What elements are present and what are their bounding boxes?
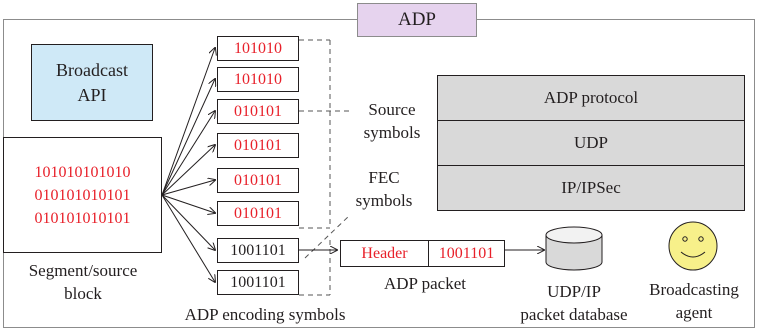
agent-label: Broadcasting agent [649, 280, 739, 322]
api-label-line1: Broadcast [56, 59, 128, 80]
segment-bits-row: 010101010101 [34, 209, 131, 227]
fec-symbols-label: FEC symbols [355, 168, 413, 210]
adp-packet-label: ADP packet [384, 274, 466, 293]
segment-bits-row: 101010101010 [34, 163, 131, 181]
encoding-symbols-label: ADP encoding symbols [184, 305, 346, 324]
fec-symbol: 1001101 [217, 238, 299, 263]
smiley-agent-icon [668, 221, 718, 271]
database-label: UDP/IP packet database [520, 282, 628, 324]
source-symbol: 101010 [217, 36, 299, 61]
broadcast-api-box: Broadcast API [31, 44, 153, 121]
diagram-title: ADP [357, 3, 477, 37]
segment-bits-row: 010101010101 [34, 186, 131, 204]
api-label-line2: API [77, 84, 107, 105]
source-symbol: 010101 [217, 99, 299, 124]
source-symbol: 010101 [217, 133, 299, 158]
source-symbol: 010101 [217, 168, 299, 193]
fec-symbol: 1001101 [217, 270, 299, 295]
stack-layer-adp: ADP protocol [437, 75, 745, 121]
database-icon [545, 226, 603, 271]
packet-payload: 1001101 [438, 244, 495, 262]
fanout-arrows [161, 48, 215, 282]
source-symbols-label: Source symbols [363, 100, 421, 142]
stack-layer-ip: IP/IPSec [437, 165, 745, 211]
segment-block: 101010101010 010101010101 010101010101 [3, 137, 162, 253]
stack-layer-udp: UDP [437, 120, 745, 166]
source-symbol: 101010 [217, 67, 299, 92]
packet-header: Header [341, 241, 429, 266]
source-symbol: 010101 [217, 201, 299, 226]
adp-packet: Header 1001101 [340, 240, 505, 267]
segment-block-label: Segment/source block [28, 261, 138, 303]
